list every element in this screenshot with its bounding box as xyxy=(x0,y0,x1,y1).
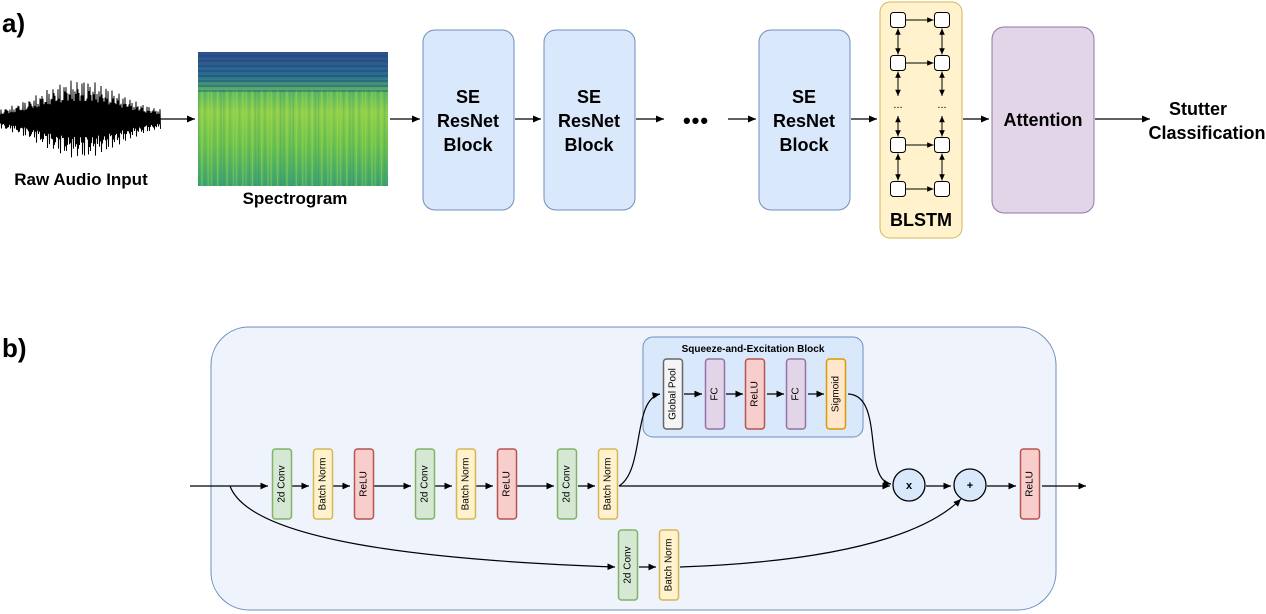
se-resnet-block-2: SE ResNet Block xyxy=(543,29,636,211)
spectrogram-label: Spectrogram xyxy=(243,189,348,208)
raw-audio-label: Raw Audio Input xyxy=(14,170,148,189)
multiply-symbol: x xyxy=(906,480,913,492)
main-layer-bn-5: Batch Norm xyxy=(455,448,477,520)
blstm-cell xyxy=(890,12,906,28)
se-resnet-block-1: SE ResNet Block xyxy=(422,29,515,211)
main-layer-conv-4: 2d Conv xyxy=(414,448,436,520)
multiply-operator: x xyxy=(892,468,926,502)
panel-b-connectors xyxy=(190,390,1086,571)
blstm-cell xyxy=(934,137,950,153)
blstm-label: BLSTM xyxy=(890,210,952,230)
se-block-3-line-2: ResNet xyxy=(773,111,835,131)
main-layer-conv-1-label: 2d Conv xyxy=(277,465,288,502)
blstm-cell xyxy=(890,181,906,197)
main-layer-conv-1: 2d Conv xyxy=(271,448,293,520)
waveform-icon xyxy=(0,80,161,158)
main-layer-bn-8: Batch Norm xyxy=(597,448,619,520)
main-layer-relu-3-label: ReLU xyxy=(359,471,370,497)
add-symbol: + xyxy=(967,480,973,492)
se-layer-relu-3: ReLU xyxy=(744,358,766,430)
blstm-cell xyxy=(890,137,906,153)
add-operator: + xyxy=(953,468,987,502)
attention-label: Attention xyxy=(1004,110,1083,130)
se-layer-pool-1: Global Pool xyxy=(662,358,684,430)
blstm-ellipsis-right: ... xyxy=(937,99,946,111)
se-layer-sigmoid-5: Sigmoid xyxy=(825,358,847,430)
shortcut-layer-conv-1-label: 2d Conv xyxy=(623,546,634,583)
attention-block: Attention xyxy=(991,26,1095,214)
blstm-cell-grid xyxy=(890,12,950,197)
se-block-1-line-1: SE xyxy=(456,87,480,107)
se-layer-fc-2-label: FC xyxy=(710,387,721,400)
blstm-cell xyxy=(934,12,950,28)
main-layer-relu-6-label: ReLU xyxy=(502,471,513,497)
se-layer-fc-4-label: FC xyxy=(791,387,802,400)
shortcut-layer-conv-1: 2d Conv xyxy=(617,529,639,601)
shortcut-layer-bn-2-label: Batch Norm xyxy=(664,539,675,592)
se-block-3-line-1: SE xyxy=(792,87,816,107)
se-layer-sigmoid-5-label: Sigmoid xyxy=(831,376,842,412)
se-block-2-line-1: SE xyxy=(577,87,601,107)
blstm-cell xyxy=(934,55,950,71)
main-layer-bn-2-label: Batch Norm xyxy=(318,458,329,511)
se-block-1-line-2: ResNet xyxy=(437,111,499,131)
shortcut-layer-bn-2: Batch Norm xyxy=(658,529,680,601)
main-layer-conv-7: 2d Conv xyxy=(556,448,578,520)
se-block-3-line-3: Block xyxy=(779,135,829,155)
ellipsis: ••• xyxy=(683,108,709,133)
blstm-cell xyxy=(934,181,950,197)
spectrogram-image xyxy=(198,52,388,186)
final-relu-label: ReLU xyxy=(1025,471,1036,497)
blstm-cell xyxy=(890,55,906,71)
main-layer-relu-6: ReLU xyxy=(496,448,518,520)
blstm-ellipsis-left: ... xyxy=(893,99,902,111)
se-block-2-line-2: ResNet xyxy=(558,111,620,131)
main-layer-conv-4-label: 2d Conv xyxy=(420,465,431,502)
panel-a-label: a) xyxy=(2,8,25,38)
main-layer-bn-5-label: Batch Norm xyxy=(461,458,472,511)
blstm-block: ... ... BLSTM xyxy=(879,1,963,239)
main-layer-bn-8-label: Batch Norm xyxy=(603,458,614,511)
main-layer-relu-3: ReLU xyxy=(353,448,375,520)
se-layer-pool-1-label: Global Pool xyxy=(668,368,679,420)
se-layer-fc-2: FC xyxy=(704,358,726,430)
se-block-2-line-3: Block xyxy=(564,135,614,155)
output-label-line-2: Classification xyxy=(1148,123,1265,143)
se-resnet-block-3: SE ResNet Block xyxy=(758,29,851,211)
se-layer-relu-3-label: ReLU xyxy=(750,381,761,407)
se-block-title: Squeeze-and-Excitation Block xyxy=(682,344,825,355)
se-block-1-line-3: Block xyxy=(443,135,493,155)
output-label-line-1: Stutter xyxy=(1169,99,1227,119)
main-layer-conv-7-label: 2d Conv xyxy=(562,465,573,502)
se-layer-fc-4: FC xyxy=(785,358,807,430)
main-layer-bn-2: Batch Norm xyxy=(312,448,334,520)
panel-b-label: b) xyxy=(2,333,27,363)
final-relu: ReLU xyxy=(1019,448,1041,520)
